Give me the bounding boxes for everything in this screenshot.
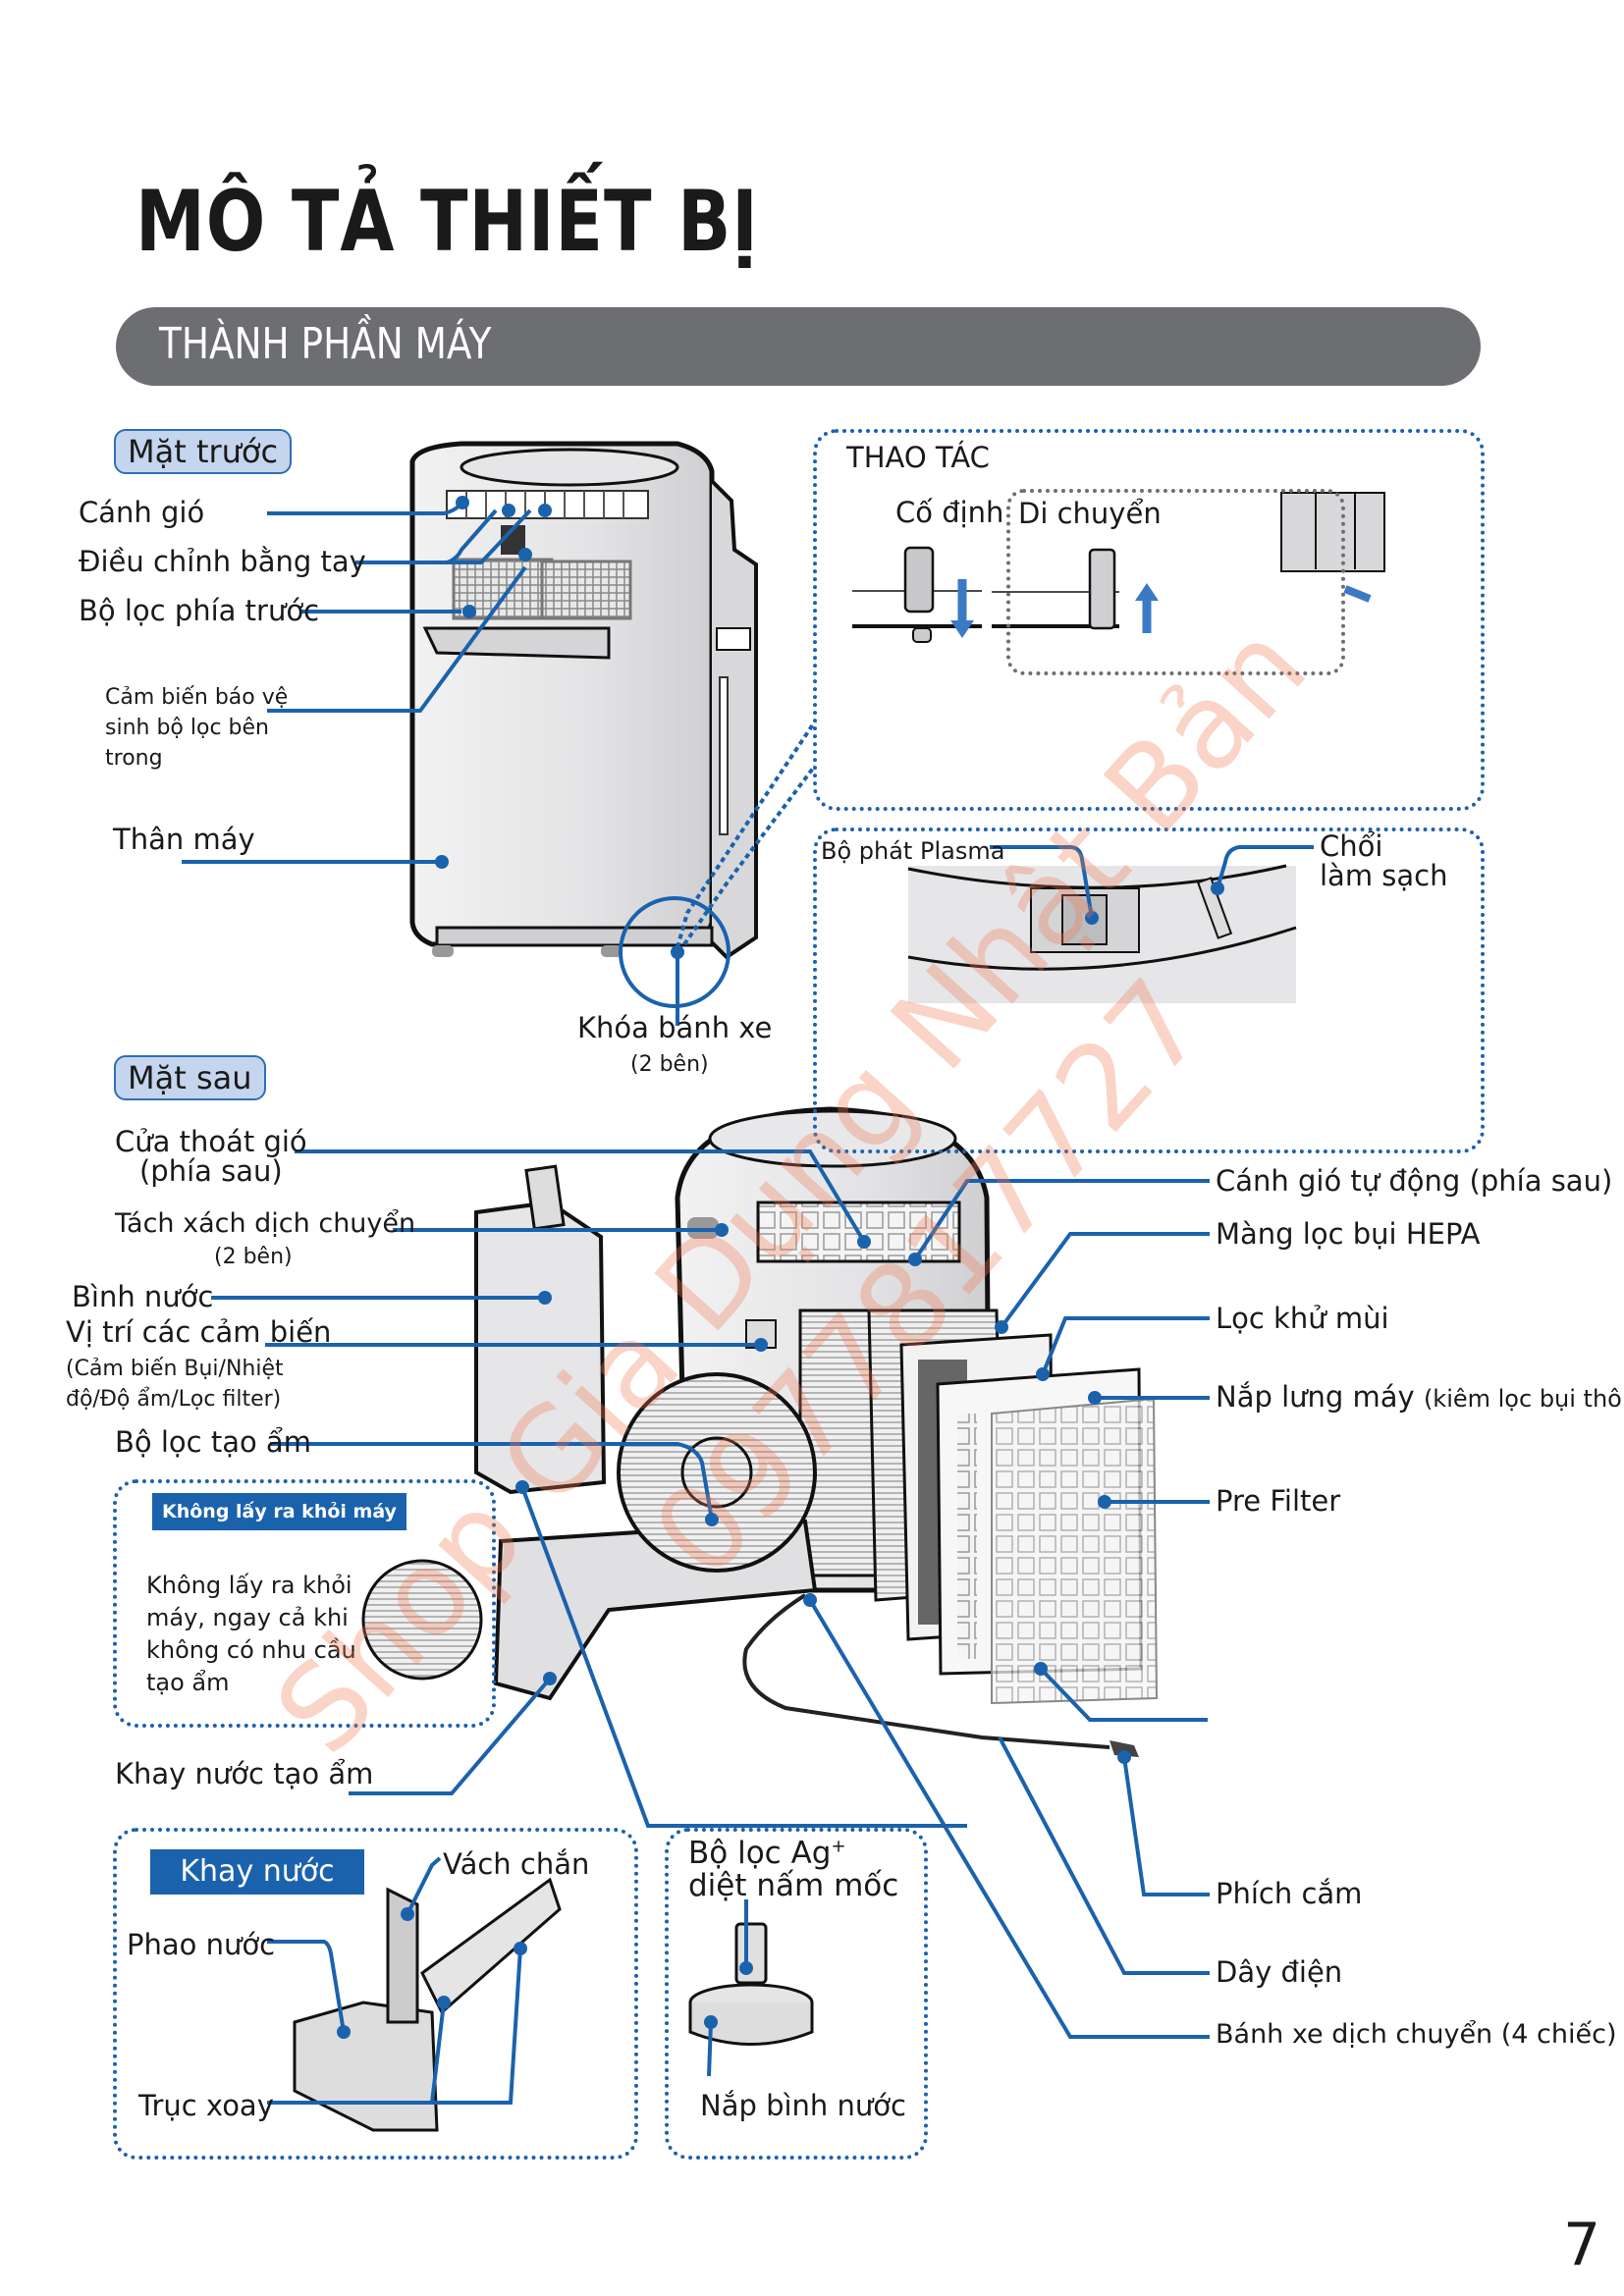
label-tank-cap: Nắp bình nước [700, 2089, 906, 2122]
label-casters: Bánh xe dịch chuyển (4 chiếc) [1216, 2019, 1617, 2050]
label-carry-handle-note: (2 bên) [214, 1245, 293, 1269]
no-remove-box: Không lấy ra khỏi máy Không lấy ra khỏi … [113, 1479, 496, 1728]
front-view-badge: Mặt trước [114, 429, 293, 474]
label-hepa-filter: Màng lọc bụi HEPA [1216, 1217, 1481, 1251]
label-pre-filter: Pre Filter [1216, 1484, 1341, 1518]
label-plug: Phích cắm [1216, 1877, 1363, 1910]
label-back-cover: Nắp lưng máy (kiêm lọc bụi thô) [1216, 1380, 1624, 1414]
water-tray-box: Khay nước Vách chắn Phao nước Trục xoay [113, 1828, 638, 2160]
label-filter-sensor: Cảm biến báo vệ sinh bộ lọc bên trong [105, 685, 289, 771]
front-unit-illustration [409, 441, 758, 960]
operation-panel: THAO TÁC Cố định Di chuyển [813, 429, 1485, 811]
label-deodorizing-filter: Lọc khử mùi [1216, 1302, 1389, 1335]
ag-filter-box: Bộ lọc Ag+ diệt nấm mốc Nắp bình nước [665, 1828, 928, 2160]
back-view-badge: Mặt sau [114, 1055, 266, 1100]
back-unit-illustration [474, 1106, 1159, 1757]
label-water-tank: Bình nước [72, 1280, 214, 1313]
label-move: Di chuyển [1018, 497, 1162, 530]
move-subpanel: Di chuyển [1006, 489, 1345, 675]
label-front-filter: Bộ lọc phía trước [79, 594, 320, 627]
label-wheel-lock-note: (2 bên) [630, 1052, 709, 1077]
plasma-panel: Bộ phát Plasma Chổi làm sạch [813, 828, 1485, 1153]
label-power-cord: Dây điện [1216, 1955, 1343, 1989]
label-sensor-types: (Cảm biến Bụi/Nhiệt độ/Độ ẩm/Lọc filter) [66, 1357, 284, 1412]
label-humidifier-tray: Khay nước tạo ẩm [115, 1757, 374, 1790]
label-cleaning-brush: Chổi làm sạch [1320, 829, 1448, 893]
section-title: THÀNH PHẦN MÁY [159, 319, 492, 369]
label-humidifier-filter: Bộ lọc tạo ẩm [115, 1425, 311, 1459]
page-number: 7 [1563, 2211, 1601, 2279]
label-rear-outlet: Cửa thoát gió (phía sau) [115, 1125, 307, 1189]
label-carry-handle: Tách xách dịch chuyển [115, 1208, 416, 1239]
label-ag-filter: Bộ lọc Ag+ diệt nấm mốc [688, 1836, 899, 1903]
label-body: Thân máy [113, 823, 255, 856]
label-pivot: Trục xoay [138, 2089, 274, 2122]
label-plasma: Bộ phát Plasma [821, 837, 1005, 865]
label-manual-adjust: Điều chỉnh bằng tay [79, 545, 366, 578]
label-auto-louver: Cánh gió tự động (phía sau) [1216, 1164, 1613, 1198]
no-remove-note: Không lấy ra khỏi máy, ngay cả khi không… [146, 1572, 356, 1697]
section-band: THÀNH PHẦN MÁY [116, 307, 1481, 386]
page-title: MÔ TẢ THIẾT BỊ [135, 173, 759, 271]
label-partition: Vách chắn [443, 1847, 590, 1881]
label-float: Phao nước [127, 1928, 276, 1961]
label-louver: Cánh gió [79, 496, 205, 529]
label-wheel-lock: Khóa bánh xe [577, 1011, 773, 1044]
label-sensor-position: Vị trí các cảm biến [66, 1315, 332, 1349]
water-tray-tag: Khay nước [150, 1849, 364, 1895]
no-remove-tag: Không lấy ra khỏi máy [152, 1493, 406, 1530]
label-fixed: Cố định [895, 496, 1004, 529]
operation-title: THAO TÁC [846, 441, 990, 474]
